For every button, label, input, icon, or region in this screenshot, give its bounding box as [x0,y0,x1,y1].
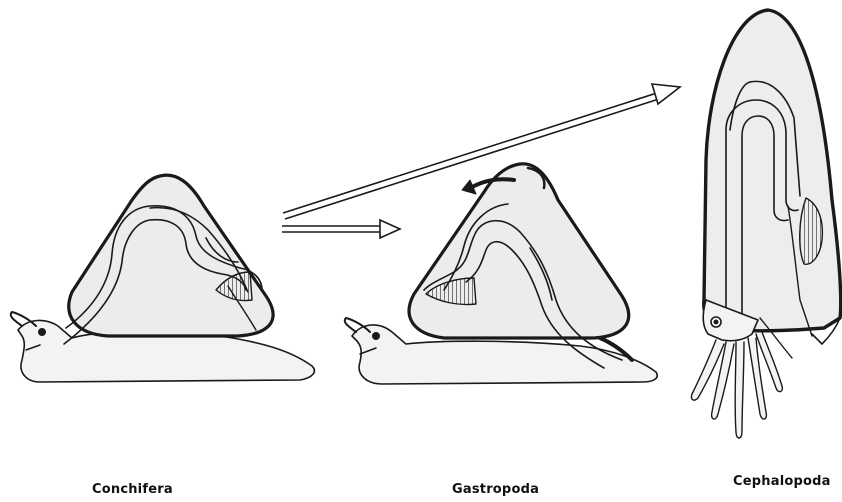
conchifera-eye [39,329,46,336]
cephalopoda-mollusc [691,10,840,438]
arrow-to-gastropoda [282,220,400,238]
label-gastropoda: Gastropoda [452,482,539,497]
gastropoda-mollusc [345,164,658,384]
conchifera-mollusc [11,175,315,382]
gastropoda-shell [409,164,629,338]
conchifera-shell [69,175,273,336]
gastropoda-eye [373,333,380,340]
cephalopoda-arm-3 [735,342,744,438]
cephalopoda-mantle [704,10,841,331]
label-conchifera: Conchifera [92,482,173,497]
label-cephalopoda: Cephalopoda [733,474,831,489]
